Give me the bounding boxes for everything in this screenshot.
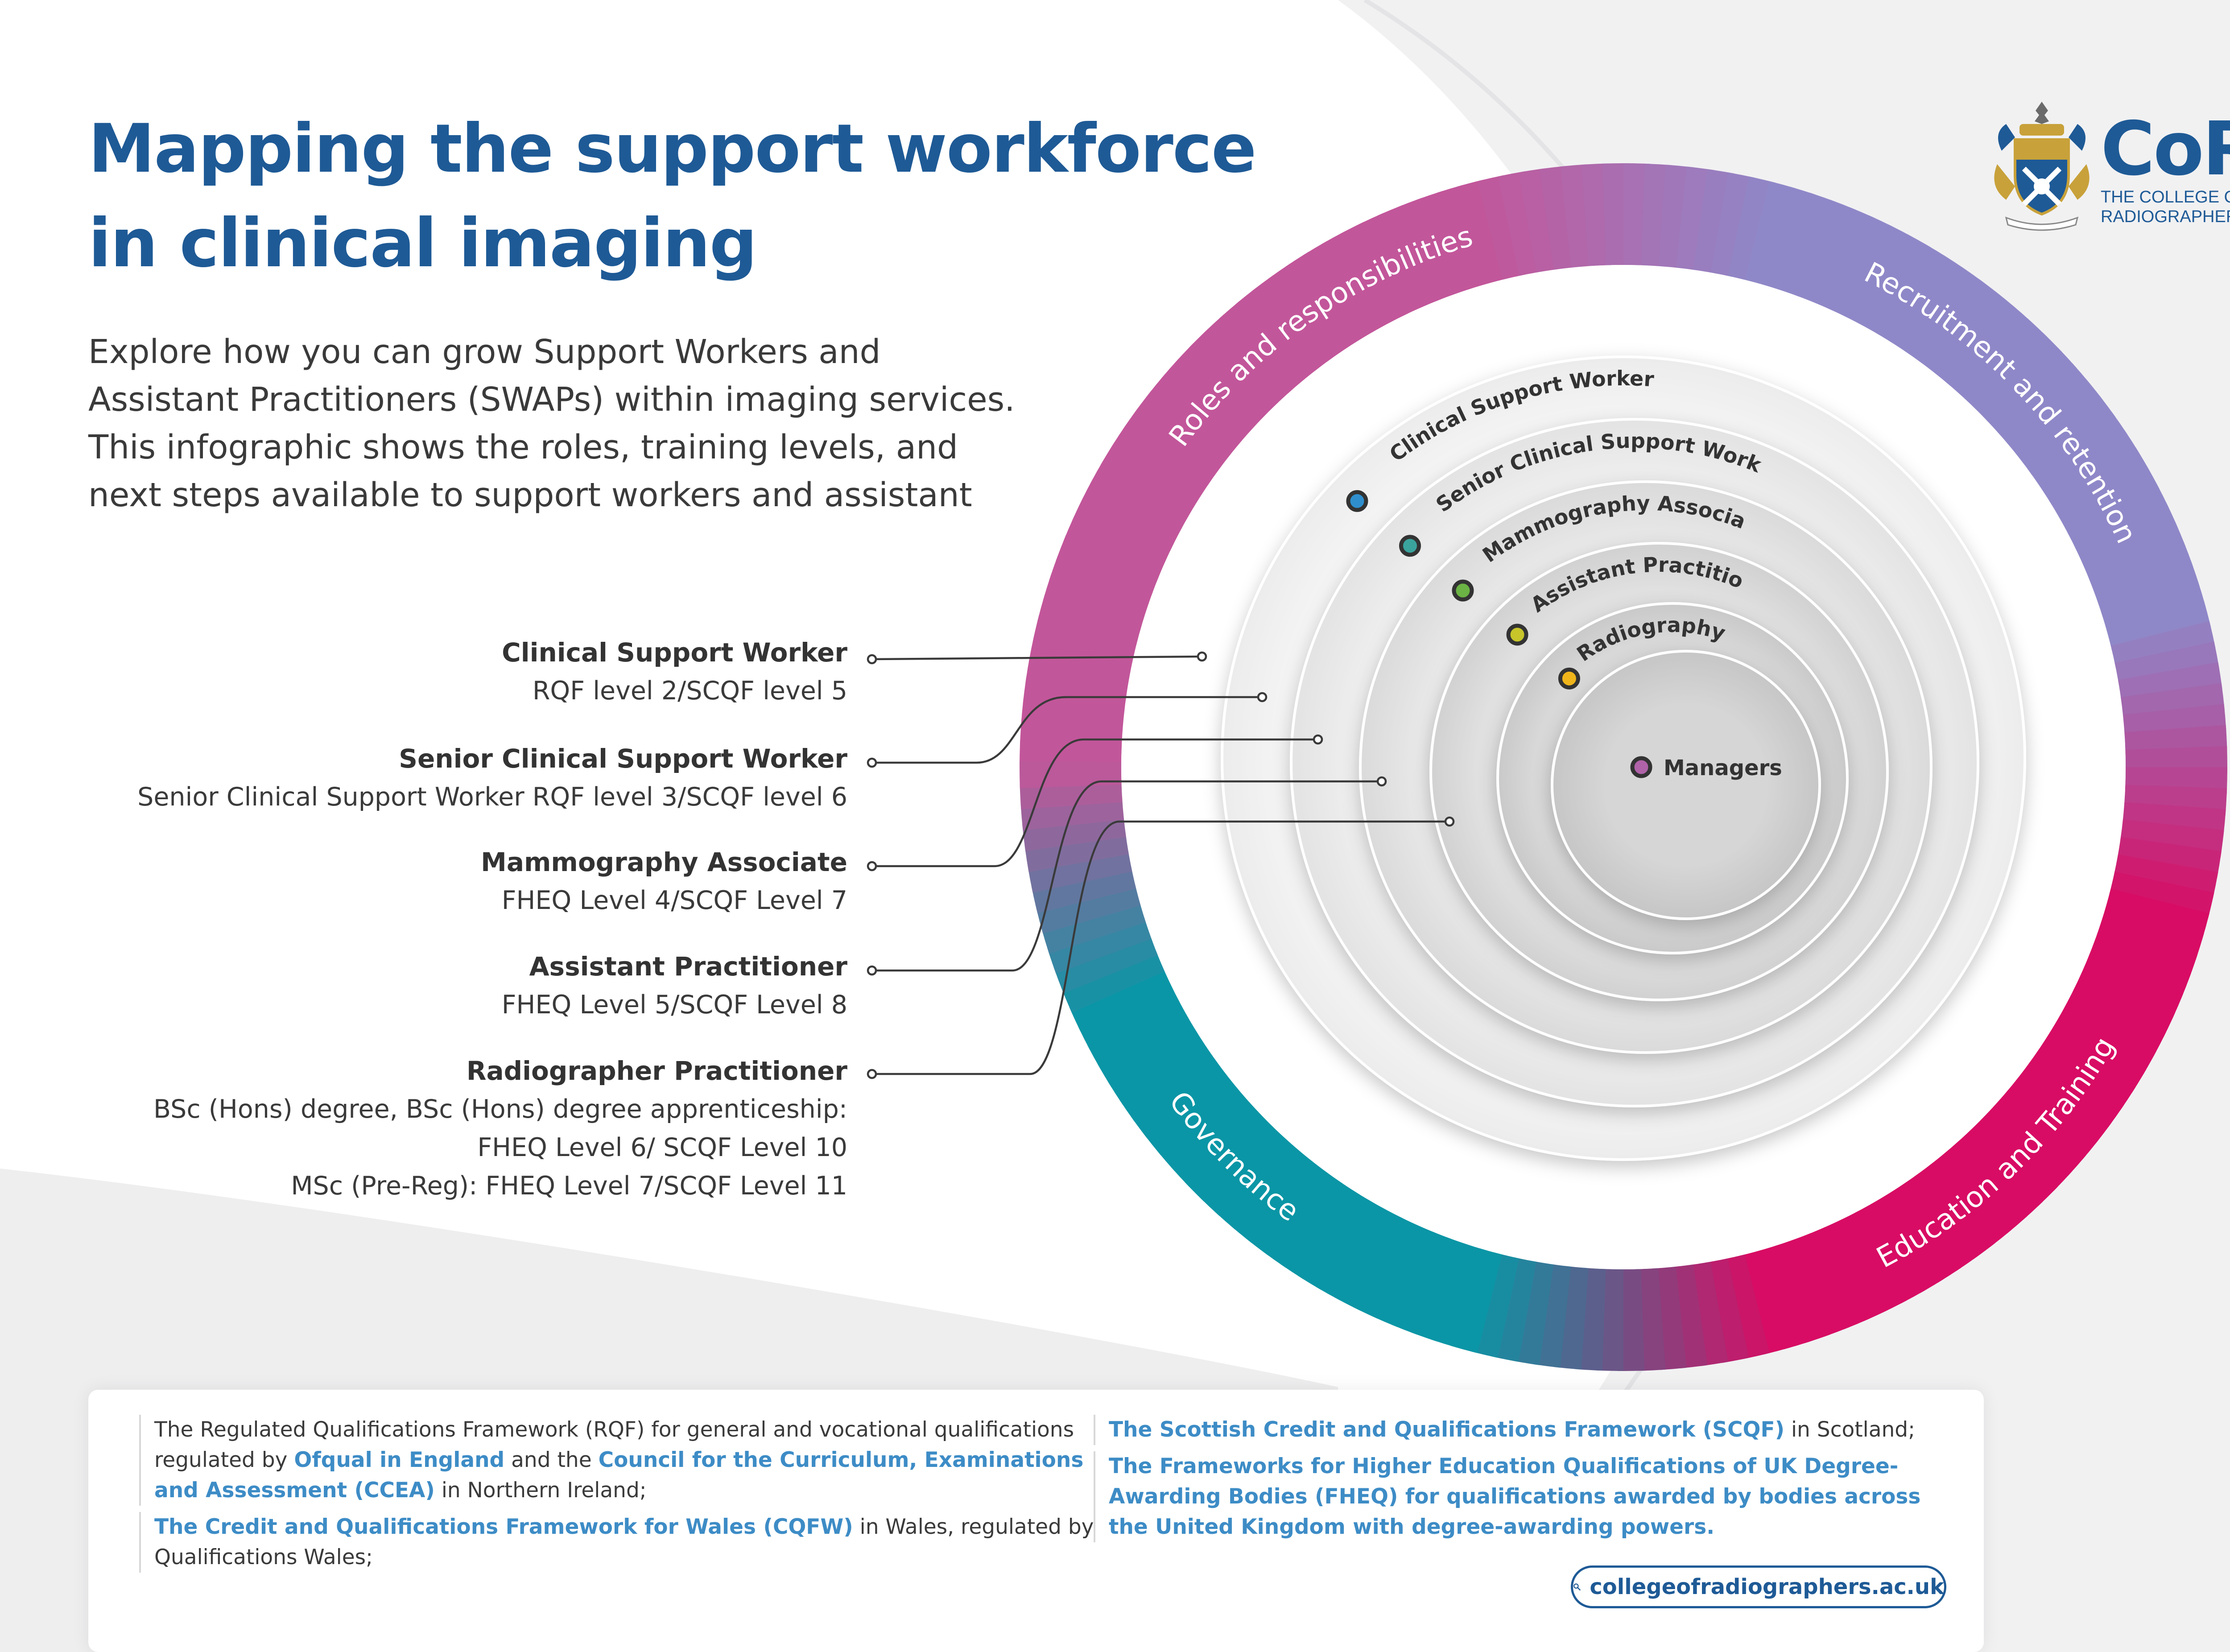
connector-end xyxy=(1313,734,1323,745)
title-line-2: in clinical imaging xyxy=(88,205,757,282)
level-dot xyxy=(1506,624,1528,646)
role-senior-clinical-support-worker: Senior Clinical Support Worker Senior Cl… xyxy=(80,739,847,816)
center-label: Managers xyxy=(1664,756,1782,781)
role-level: FHEQ Level 5/SCQF Level 8 xyxy=(501,990,847,1020)
connector-line xyxy=(871,655,1202,661)
connector-line xyxy=(872,738,1318,867)
intro-line: This infographic shows the roles, traini… xyxy=(88,428,958,467)
connector-line xyxy=(872,696,1262,764)
role-level: RQF level 2/SCQF level 5 xyxy=(532,676,847,706)
connector-line xyxy=(872,780,1382,972)
role-level: FHEQ Level 4/SCQF Level 7 xyxy=(501,886,847,915)
intro-text: Explore how you can grow Support Workers… xyxy=(88,328,1114,519)
fheq-note: The Frameworks for Higher Education Qual… xyxy=(1094,1451,1963,1542)
rqf-note: The Regulated Qualifications Framework (… xyxy=(139,1415,1107,1506)
scqf-note: The Scottish Credit and Qualifications F… xyxy=(1094,1415,1963,1445)
title-line-1: Mapping the support workforce xyxy=(88,110,1257,188)
cqfw-link[interactable]: The Credit and Qualifications Framework … xyxy=(154,1515,853,1539)
page-title: Mapping the support workforce in clinica… xyxy=(88,102,1382,291)
logo-line-1: THE COLLEGE OF xyxy=(2101,188,2230,206)
rqf-text: The Regulated Qualifications Framework (… xyxy=(154,1417,1074,1472)
center-circle xyxy=(1551,650,1821,920)
scqf-link[interactable]: The Scottish Credit and Qualifications F… xyxy=(1109,1417,1785,1442)
connector-end xyxy=(867,1069,877,1079)
connector-end xyxy=(1376,776,1387,787)
intro-line: Explore how you can grow Support Workers… xyxy=(88,333,881,371)
role-level: FHEQ Level 6/ SCQF Level 10 xyxy=(477,1133,847,1162)
role-name: Senior Clinical Support Worker xyxy=(399,743,847,774)
level-dot xyxy=(1452,579,1474,602)
intro-line: next steps available to support workers … xyxy=(88,476,972,514)
logo-mark: CoR xyxy=(2101,106,2230,192)
website-url: collegeofradiographers.ac.uk xyxy=(1590,1574,1944,1599)
ofqual-link[interactable]: Ofqual in England xyxy=(294,1448,505,1472)
role-assistant-practitioner: Assistant Practitioner FHEQ Level 5/SCQF… xyxy=(80,947,847,1024)
cqfw-note: The Credit and Qualifications Framework … xyxy=(139,1512,1107,1573)
role-name: Mammography Associate xyxy=(481,847,847,877)
role-name: Assistant Practitioner xyxy=(529,951,847,982)
level-dot xyxy=(1399,535,1421,557)
cor-logo: CoR THE COLLEGE OF RADIOGRAPHERS xyxy=(2101,112,2230,227)
role-radiographer-practitioner: Radiographer Practitioner BSc (Hons) deg… xyxy=(80,1052,847,1205)
footer-panel: The Regulated Qualifications Framework (… xyxy=(88,1390,1984,1652)
role-level: MSc (Pre-Reg): FHEQ Level 7/SCQF Level 1… xyxy=(291,1171,847,1201)
connector-line xyxy=(872,820,1450,1075)
connector-end xyxy=(867,757,877,768)
role-level: BSc (Hons) degree, BSc (Hons) degree app… xyxy=(153,1094,847,1124)
connector-end xyxy=(1197,651,1207,662)
connector-end xyxy=(867,965,877,976)
connector-end xyxy=(1444,816,1455,827)
connector-end xyxy=(867,654,877,665)
connector-end xyxy=(1257,692,1268,702)
level-dot xyxy=(1346,490,1368,512)
footer-right-column: The Scottish Credit and Qualifications F… xyxy=(1083,1415,1963,1549)
logo-line-2: RADIOGRAPHERS xyxy=(2101,207,2230,226)
fheq-link[interactable]: The Frameworks for Higher Education Qual… xyxy=(1109,1454,1921,1539)
intro-line: Assistant Practitioners (SWAPs) within i… xyxy=(88,380,1015,419)
role-name: Clinical Support Worker xyxy=(502,637,847,668)
search-icon xyxy=(1573,1583,1581,1591)
crest-icon xyxy=(1994,102,2090,231)
level-dot xyxy=(1558,667,1580,690)
scqf-text: in Scotland; xyxy=(1784,1417,1915,1442)
rqf-text: in Northern Ireland; xyxy=(434,1478,647,1503)
ccea-link[interactable]: Council for the Curriculum, Examinations… xyxy=(154,1448,1084,1503)
role-mammography-associate: Mammography Associate FHEQ Level 4/SCQF … xyxy=(80,843,847,920)
rqf-text: and the xyxy=(504,1448,599,1472)
role-level: Senior Clinical Support Worker RQF level… xyxy=(137,782,847,812)
connector-end xyxy=(867,861,877,871)
logo-subtitle: THE COLLEGE OF RADIOGRAPHERS xyxy=(2101,187,2230,227)
footer-left-column: The Regulated Qualifications Framework (… xyxy=(128,1415,1107,1579)
center-dot xyxy=(1630,756,1652,778)
connector-lines xyxy=(867,651,1455,1079)
role-name: Radiographer Practitioner xyxy=(466,1056,847,1086)
website-link[interactable]: collegeofradiographers.ac.uk xyxy=(1571,1565,1946,1608)
ring-slice xyxy=(1020,760,1122,789)
cqfw-text: in Wales, regulated by Qualifications Wa… xyxy=(154,1515,1094,1569)
role-clinical-support-worker: Clinical Support Worker RQF level 2/SCQF… xyxy=(80,633,847,710)
